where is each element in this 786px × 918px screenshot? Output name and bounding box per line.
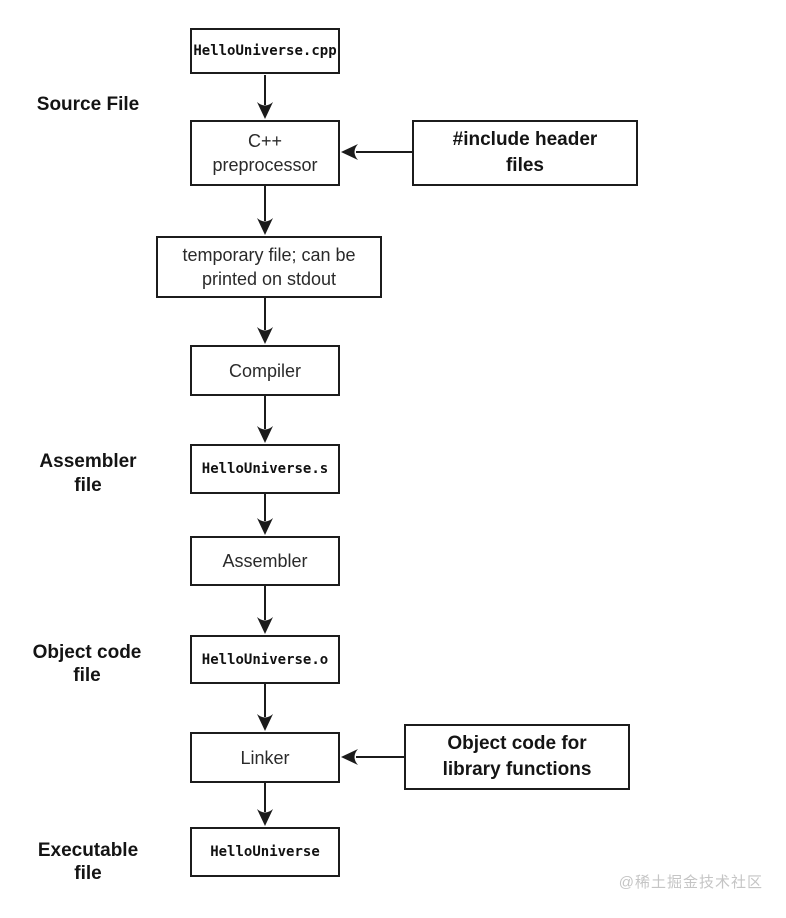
node-include-header-files-line2: files <box>505 155 545 176</box>
label-assembler-file-line2: file <box>74 475 102 496</box>
arrow-assembler-to-objectfile <box>257 586 273 634</box>
node-assembler-text: Assembler <box>222 551 308 571</box>
node-temporary-file-line2: printed on stdout <box>201 269 337 289</box>
node-cpp-preprocessor-line1: C++ <box>247 131 283 151</box>
node-hellouniverse-exe: HelloUniverse <box>190 827 340 877</box>
label-executable-file-line1: Executable <box>37 840 139 861</box>
arrow-preprocessor-to-tempfile <box>257 186 273 235</box>
arrow-assemblyfile-to-assembler <box>257 494 273 535</box>
node-linker-text: Linker <box>240 747 290 768</box>
label-assembler-file-line1: Assembler <box>39 451 137 472</box>
node-include-header-files: #include header files <box>412 120 638 186</box>
arrow-tempfile-to-compiler <box>257 298 273 344</box>
label-source-file-text: Source File <box>36 94 140 115</box>
node-cpp-preprocessor-line2: preprocessor <box>212 155 318 175</box>
node-hellouniverse-s: HelloUniverse.s <box>190 444 340 494</box>
label-executable-file: Executable file <box>20 839 156 885</box>
arrow-libraries-to-linker <box>341 749 404 765</box>
node-compiler: Compiler <box>190 345 340 396</box>
node-cpp-preprocessor: C++ preprocessor <box>190 120 340 186</box>
node-hellouniverse-cpp-text: HelloUniverse.cpp <box>193 43 337 59</box>
label-object-code-file-line2: file <box>73 665 101 686</box>
node-linker: Linker <box>190 732 340 783</box>
node-object-code-library-line2: library functions <box>442 759 592 780</box>
label-object-code-file: Object code file <box>12 641 162 687</box>
arrow-source-to-preprocessor <box>257 75 273 119</box>
node-include-header-files-line1: #include header <box>452 129 598 150</box>
node-object-code-library: Object code for library functions <box>404 724 630 790</box>
node-hellouniverse-cpp: HelloUniverse.cpp <box>190 28 340 74</box>
label-object-code-file-line1: Object code <box>32 642 142 663</box>
label-source-file: Source File <box>20 93 156 116</box>
node-compiler-text: Compiler <box>228 360 302 381</box>
node-hellouniverse-s-text: HelloUniverse.s <box>201 461 329 477</box>
arrow-compiler-to-assemblyfile <box>257 396 273 443</box>
node-hellouniverse-o-text: HelloUniverse.o <box>201 651 329 668</box>
label-executable-file-line2: file <box>74 863 102 884</box>
node-temporary-file-line1: temporary file; can be <box>182 245 356 265</box>
label-assembler-file: Assembler file <box>20 450 156 498</box>
arrow-includes-to-preprocessor <box>341 144 412 160</box>
node-hellouniverse-exe-text: HelloUniverse <box>210 844 320 860</box>
arrow-objectfile-to-linker <box>257 684 273 731</box>
node-temporary-file: temporary file; can be printed on stdout <box>156 236 382 298</box>
node-assembler: Assembler <box>190 536 340 586</box>
arrow-linker-to-executable <box>257 783 273 826</box>
watermark: @稀土掘金技术社区 <box>618 874 763 891</box>
node-hellouniverse-o: HelloUniverse.o <box>190 635 340 684</box>
node-object-code-library-line1: Object code for <box>447 733 587 754</box>
